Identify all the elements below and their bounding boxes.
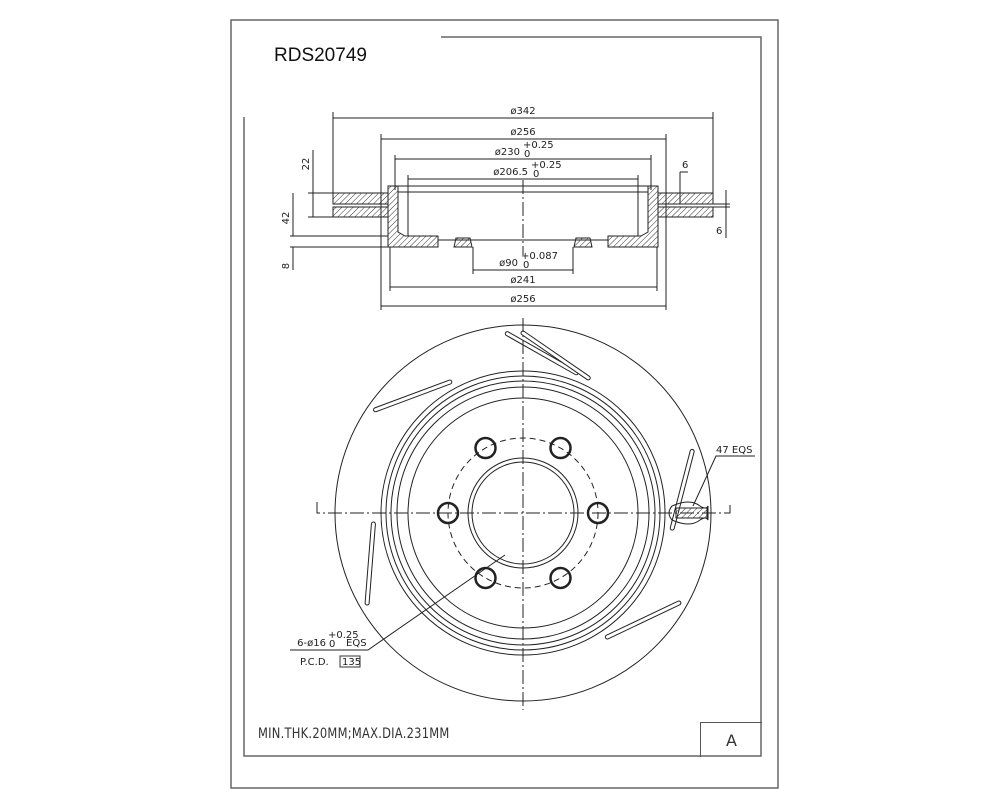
dim-206-tol-lower: 0 bbox=[533, 169, 539, 180]
dim-256-bottom: ø256 bbox=[510, 294, 535, 305]
dim-8: 8 bbox=[281, 263, 292, 269]
dim-230: ø230 bbox=[495, 147, 520, 158]
pcd-value: 135 bbox=[342, 657, 361, 668]
dim-6-right: 6 bbox=[716, 226, 722, 237]
plan-labels: 47 EQS 6-ø16 +0.25 0 EQS P.C.D. 135 bbox=[297, 445, 752, 668]
bolt-hole bbox=[474, 566, 497, 590]
slot-inner bbox=[605, 601, 681, 639]
section-view bbox=[290, 112, 730, 310]
slot-inner bbox=[521, 331, 590, 380]
part-number-title: RDS20749 bbox=[274, 45, 367, 66]
dim-90-tol-upper: +0.087 bbox=[521, 251, 558, 262]
holes-tol-upper: +0.25 bbox=[328, 630, 359, 641]
dim-230-tol-lower: 0 bbox=[524, 149, 530, 160]
vane-count-label: 47 EQS bbox=[716, 445, 752, 456]
revision-letter: A bbox=[726, 730, 737, 750]
dim-241: ø241 bbox=[510, 275, 535, 286]
slot-inner bbox=[365, 522, 375, 605]
bolt-hole bbox=[549, 566, 572, 590]
holes-label: 6-ø16 bbox=[297, 638, 326, 649]
bolt-hole bbox=[474, 436, 497, 460]
dim-206-tol-upper: +0.25 bbox=[531, 160, 562, 171]
slot-inner bbox=[505, 332, 578, 375]
slot-inner bbox=[374, 380, 452, 412]
pcd-box bbox=[339, 655, 361, 668]
holes-suffix: EQS bbox=[346, 638, 367, 649]
pcd-label: P.C.D. bbox=[300, 657, 329, 668]
spec-note: MIN.THK.20MM;MAX.DIA.231MM bbox=[258, 726, 450, 742]
revision-box: A bbox=[700, 722, 762, 757]
dim-42: 42 bbox=[281, 212, 292, 225]
dim-22: 22 bbox=[301, 158, 312, 171]
dim-90-tol-lower: 0 bbox=[523, 260, 529, 271]
section-dimension-labels: ø342 ø256 ø230 +0.25 0 ø206.5 +0.25 0 ø9… bbox=[281, 106, 722, 305]
dim-342: ø342 bbox=[510, 106, 535, 117]
dim-230-tol-upper: +0.25 bbox=[523, 140, 554, 151]
slots bbox=[364, 330, 695, 640]
dim-6-top: 6 bbox=[682, 160, 688, 171]
dim-206: ø206.5 bbox=[493, 167, 528, 178]
bolt-hole bbox=[549, 436, 572, 460]
plan-view bbox=[290, 318, 755, 710]
dim-256-top: ø256 bbox=[510, 127, 535, 138]
dim-90: ø90 bbox=[499, 258, 518, 269]
holes-tol-lower: 0 bbox=[329, 639, 335, 650]
drawing-frame bbox=[230, 19, 779, 789]
